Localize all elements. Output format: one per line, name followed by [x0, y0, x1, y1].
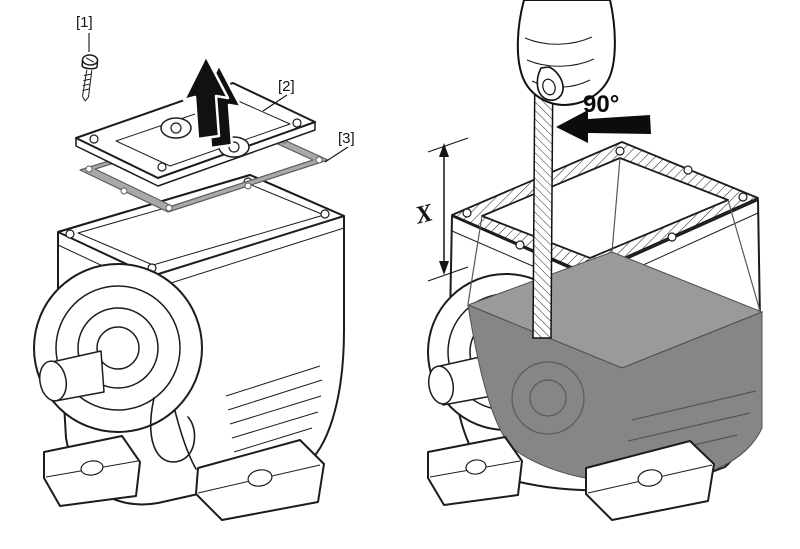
callout-2-leader [262, 94, 288, 112]
right-step-figure: X 90° [412, 0, 764, 521]
screw-icon [81, 54, 99, 102]
dimension-arrow-down-icon [439, 261, 449, 275]
depth-dimension: X [412, 137, 469, 282]
dimension-x-label: X [412, 199, 437, 230]
angle-annotation: 90° [556, 91, 651, 143]
gearbox-housing-left [33, 174, 345, 521]
removal-arrow-icon [182, 54, 243, 150]
callout-3-label: [3] [338, 130, 355, 147]
dimension-arrow-up-icon [439, 143, 449, 157]
left-step-figure: [1] [2] [3] [33, 14, 355, 521]
thumbnail [542, 78, 556, 96]
angle-label: 90° [583, 91, 619, 118]
callout-3-leader [324, 146, 349, 163]
callout-2-label: [2] [278, 78, 295, 95]
callout-1-label: [1] [76, 14, 93, 31]
gearbox-feet-right [427, 436, 715, 521]
hand-icon [516, 0, 616, 106]
angle-arrow-icon [556, 110, 651, 143]
